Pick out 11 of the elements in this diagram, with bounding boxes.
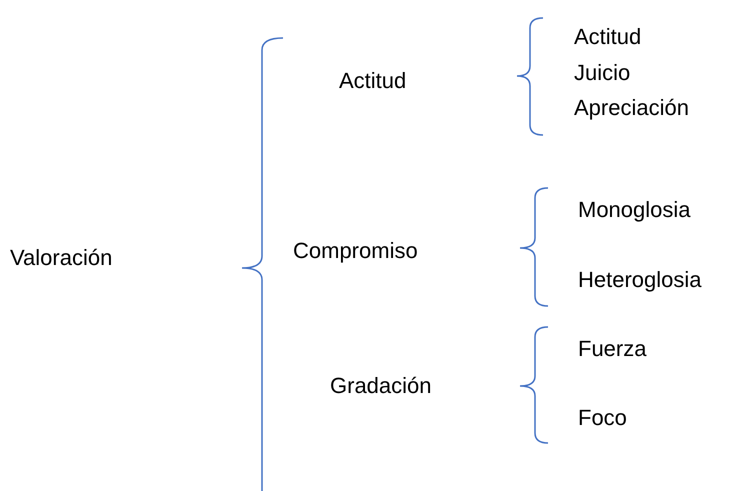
category-label: Gradación: [330, 373, 432, 399]
category-label: Fuerza: [578, 336, 646, 362]
category-label: Apreciación: [574, 95, 689, 121]
category-label: Juicio: [574, 60, 630, 86]
category-label: Monoglosia: [578, 197, 691, 223]
category-label: Heteroglosia: [578, 267, 702, 293]
category-label: Actitud: [339, 68, 406, 94]
category-label: Valoración: [10, 245, 112, 271]
category-label: Foco: [578, 405, 627, 431]
category-label: Compromiso: [293, 238, 418, 264]
category-label: Actitud: [574, 24, 642, 50]
